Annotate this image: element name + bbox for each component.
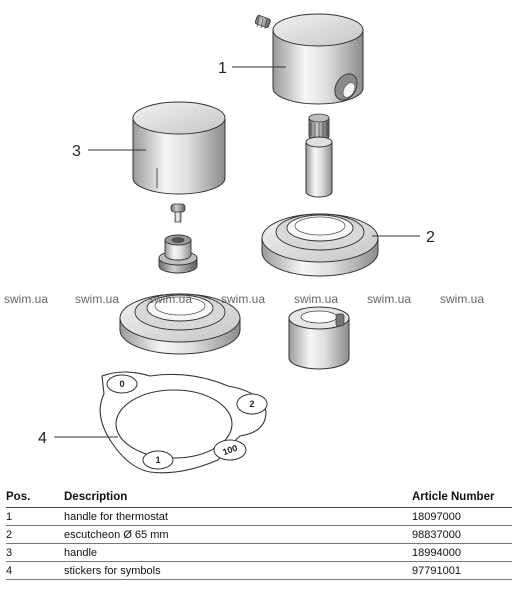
parts-table: Pos. Description Article Number 1 handle… [6, 489, 512, 580]
sticker-label-0: 0 [119, 379, 124, 389]
thermostat-handle-part [272, 13, 364, 105]
spline-adapter-part [158, 234, 198, 274]
sleeve-part [288, 306, 350, 370]
row-pos: 2 [6, 525, 64, 544]
row-description: escutcheon Ø 65 mm [64, 525, 412, 544]
row-article-number: 18994000 [412, 543, 512, 562]
table-row: 1 handle for thermostat 18097000 [6, 507, 512, 526]
table-row: 4 stickers for symbols 97791001 [6, 561, 512, 580]
watermark-text: swim.ua [294, 292, 338, 306]
row-pos: 3 [6, 543, 64, 562]
header-article-number: Article Number [412, 489, 512, 508]
row-article-number: 97791001 [412, 561, 512, 580]
callout-2: 2 [426, 229, 435, 246]
watermark-text: swim.ua [4, 292, 48, 306]
row-description: handle for thermostat [64, 507, 412, 526]
spindle-extension-part [305, 113, 333, 198]
parts-table-header: Pos. Description Article Number [6, 489, 512, 508]
row-article-number: 18097000 [412, 507, 512, 526]
sticker-label-100: 100 [221, 443, 239, 458]
watermark-text: swim.ua [148, 292, 192, 306]
row-pos: 4 [6, 561, 64, 580]
table-row: 2 escutcheon Ø 65 mm 98837000 [6, 525, 512, 544]
screw-part [170, 203, 186, 223]
callout-3: 3 [72, 143, 81, 160]
row-description: handle [64, 543, 412, 562]
sticker-plate-part: 0 2 1 100 [99, 371, 268, 474]
table-row: 3 handle 18994000 [6, 543, 512, 562]
watermark-row: swim.ua swim.ua swim.ua swim.ua swim.ua … [4, 292, 484, 306]
header-pos: Pos. [6, 489, 64, 508]
row-article-number: 98837000 [412, 525, 512, 544]
callout-leaders [54, 66, 420, 438]
lower-escutcheon-part [119, 293, 241, 355]
exploded-parts-diagram: 0 2 1 100 1 3 2 4 swim.ua swim.ua swim.u… [4, 13, 484, 474]
set-screw-part [254, 15, 271, 30]
watermark-text: swim.ua [75, 292, 119, 306]
handle-part [132, 101, 226, 195]
row-description: stickers for symbols [64, 561, 412, 580]
sticker-label-1: 1 [155, 455, 160, 465]
header-description: Description [64, 489, 412, 508]
row-pos: 1 [6, 507, 64, 526]
escutcheon-part [261, 213, 379, 277]
watermark-text: swim.ua [221, 292, 265, 306]
callout-1: 1 [218, 60, 227, 77]
callout-4: 4 [38, 430, 47, 447]
sticker-label-2: 2 [249, 399, 254, 409]
watermark-text: swim.ua [440, 292, 484, 306]
watermark-text: swim.ua [367, 292, 411, 306]
